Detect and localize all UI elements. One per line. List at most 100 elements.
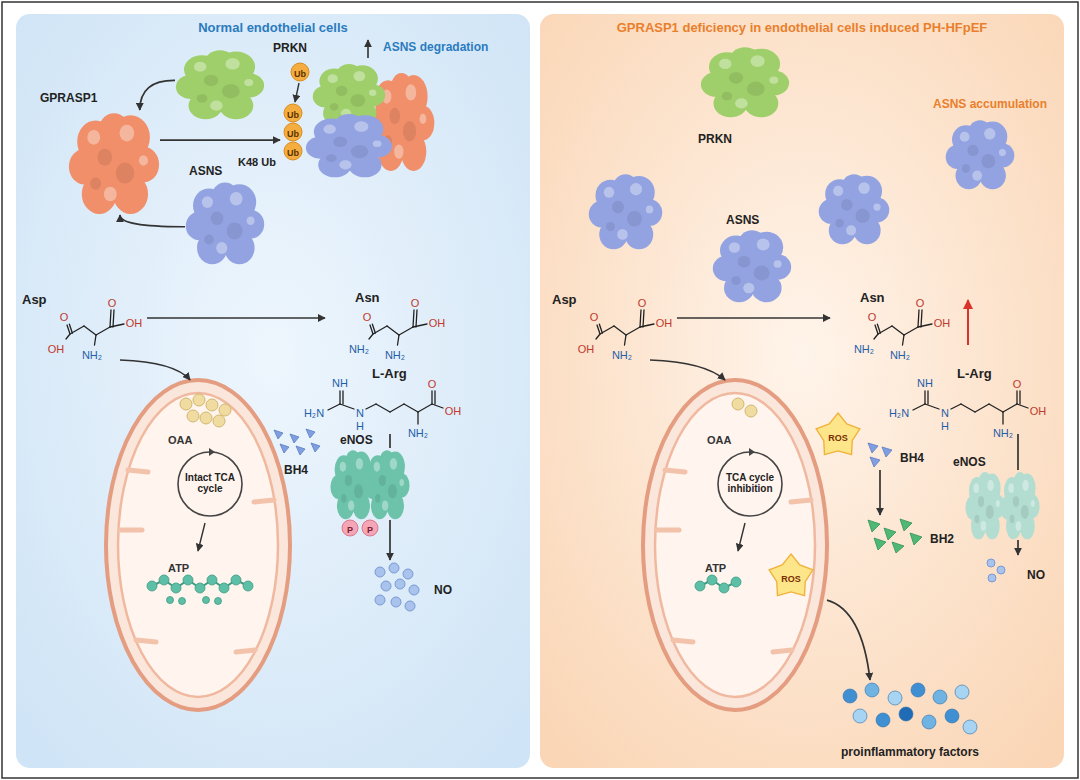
bh2-triangles-part [900,519,912,531]
label: Ub [294,69,306,79]
no-dots-part [375,595,385,605]
text-holder: GPRASP1 deficiency in endothelial cells … [617,18,988,36]
cycle-arrowhead [749,448,755,456]
protein: PRKN [175,48,265,120]
bh2-triangles-part [884,528,896,540]
text-holder: GPRASP1 [40,88,97,106]
no-dots-part [997,566,1005,574]
text-holder: L-Arg [372,364,407,382]
tca-cycle: TCA cycle inhibition [714,448,786,520]
text-holder: NH₂ [349,339,369,357]
protein: PRKN [700,45,790,118]
label: O [363,311,372,324]
text-holder: OAA [168,430,192,448]
no-dots-part [988,574,996,582]
atp-molecules-part [159,575,169,585]
proinflammatory-dots-part [955,685,969,699]
protein: eNOS [330,448,410,520]
text-holder: OH [934,313,951,331]
complex-asns [306,114,392,177]
text-holder: O [1013,374,1022,392]
text-holder: H [356,416,364,434]
asns-protein [946,120,1015,189]
label: P [367,525,373,535]
no-dots-part [391,597,401,607]
no-dots-part [381,581,391,591]
text-holder: H₂N [304,403,324,421]
molecule: L-Arg [300,368,470,434]
proinflammatory-dots-part [911,683,925,697]
oaa-beads [732,398,757,417]
atp-molecules-part [183,575,193,585]
text-holder: NH₂ [385,345,405,363]
atp-molecules-part [215,598,222,605]
text-holder: ASNS accumulation [933,94,1047,112]
label: OH [578,343,595,356]
proinflammatory-dots-part [888,691,902,705]
tca-cycle: Intact TCA cycle [174,448,246,520]
node-text: GPRASP1 [40,92,97,106]
label: O [1013,378,1022,391]
node-text: OAA [707,434,731,447]
connector [389,434,391,448]
mitochondrion-part-part [254,500,274,502]
enos-protein [965,472,1004,539]
asns-protein [819,174,890,244]
mitochondrion [106,380,290,710]
connector [1017,434,1019,470]
atp-molecules-part [167,597,174,604]
node-text: BH4 [900,452,924,466]
connector [120,215,185,227]
label: O [868,311,877,324]
label: NH₂ [408,427,428,440]
protein: GPRASP1 [68,110,160,215]
text-holder: Asn [355,288,380,306]
text-holder: Ub [294,63,306,81]
arg-structure [328,391,443,424]
no-dots-part [987,559,995,567]
label: H [356,420,364,433]
text-holder: eNOS [953,452,986,470]
no-dots-part [409,585,419,595]
bh4-triangles-part [882,447,892,457]
label: ASNS degradation [383,41,488,55]
text-holder: Intact TCA cycle [182,472,238,496]
asns-protein [186,183,264,265]
label: N [356,407,364,420]
molecule-cluster: BH4 [866,440,936,470]
text-holder: ATP [168,558,189,576]
connector [120,360,190,380]
bh4-triangles [868,443,892,467]
node-text: Intact TCA cycle [182,472,238,494]
node-text: K48 Ub [238,156,276,169]
protein: ASNS [712,228,792,303]
molecule-cluster: BH2 [866,515,962,555]
proinflammatory-dots-part [843,689,857,703]
atp-molecules [695,575,741,593]
oaa-beads-part [732,398,744,410]
label: OH [656,317,673,330]
mitochondrion-part [106,380,290,710]
bh4-triangles-part [306,429,315,438]
node-text: Asp [552,293,577,308]
panel: Normal endothelial cellsPRKNGPRASP1ASNSK… [16,14,530,768]
oaa-beads-part [193,394,205,406]
connector [389,520,391,560]
proinflammatory-dots-part [876,713,890,727]
oaa-beads-part [219,404,231,416]
panel: GPRASP1 deficiency in endothelial cells … [540,14,1064,768]
bh4-triangles-part [311,443,320,452]
text-holder: O [363,307,372,325]
text-holder: Ub [287,104,299,122]
bh4-triangles-part [290,434,299,443]
label: O [411,297,420,310]
label: O [638,297,647,310]
factor-cluster: proinflammatory factors [830,680,990,760]
increase-arrow [967,300,969,345]
protein: eNOS [965,470,1040,540]
text-holder: NH₂ [612,345,632,363]
ubiquitin-part [284,142,302,160]
text-holder: O [916,293,925,311]
text-holder: OAA [707,430,731,448]
